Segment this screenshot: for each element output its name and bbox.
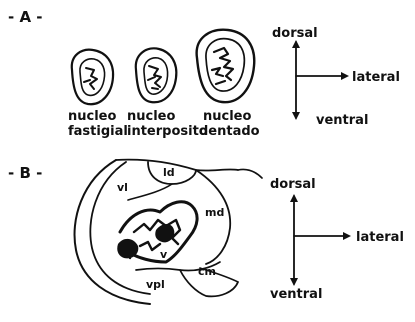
region-ld-label: ld xyxy=(163,166,175,179)
nucleus-fastigial-label-1: nucleo xyxy=(68,109,116,124)
nucleus-dentado-label-1: nucleo xyxy=(203,109,251,124)
nucleus-interposito-label-2: interposito xyxy=(127,124,208,139)
panel-b: - B - ld vl md v xyxy=(8,160,404,304)
axis-dorsal-label-b: dorsal xyxy=(270,177,316,192)
interposito-nucleus-drawing xyxy=(136,48,177,102)
axis-ventral-label-b: ventral xyxy=(270,287,322,302)
axis-lateral-label-b: lateral xyxy=(356,230,404,245)
dentado-nucleus-drawing xyxy=(197,30,255,102)
nucleus-fastigial-label-2: fastigial xyxy=(68,124,128,139)
panel-b-label: - B - xyxy=(8,164,42,182)
orientation-axes-a xyxy=(292,40,349,120)
region-vl-label: vl xyxy=(117,181,128,194)
axis-ventral-label-a: ventral xyxy=(316,113,368,128)
thalamus-section-drawing xyxy=(75,160,262,304)
nucleus-dentado-label-2: dentado xyxy=(199,124,260,139)
region-md-label: md xyxy=(205,206,224,219)
nucleus-interposito-label-1: nucleo xyxy=(127,109,175,124)
orientation-axes-b xyxy=(290,194,351,286)
axis-lateral-label-a: lateral xyxy=(352,70,400,85)
fastigial-nucleus-drawing xyxy=(72,50,113,105)
axis-dorsal-label-a: dorsal xyxy=(272,26,318,41)
region-vpl-label: vpl xyxy=(146,278,165,291)
region-v-label: v xyxy=(160,248,168,261)
panel-a: - A - nucleo fastigial nucleo interposit… xyxy=(8,8,400,139)
region-cm-label: cm xyxy=(198,265,216,278)
panel-a-label: - A - xyxy=(8,8,43,26)
